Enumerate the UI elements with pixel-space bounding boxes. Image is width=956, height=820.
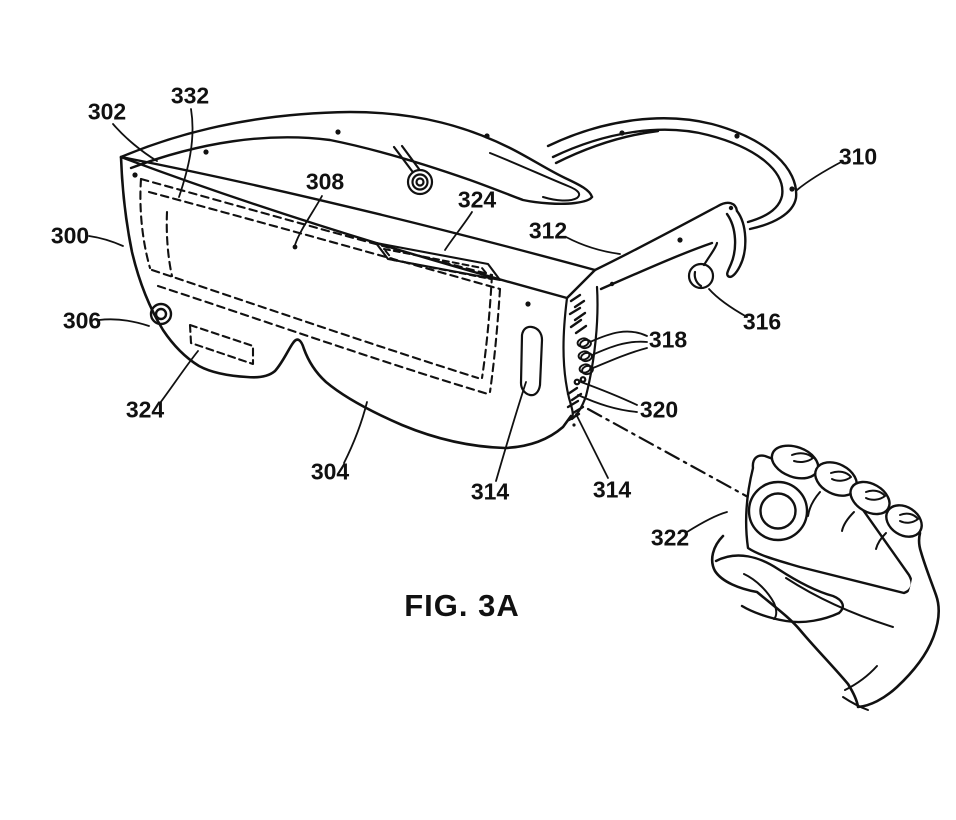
leader-316	[708, 288, 748, 318]
click-wheel-center	[759, 492, 797, 530]
ref-numeral-302: 302	[87, 98, 127, 125]
leader-314a	[495, 381, 527, 482]
brow-band	[119, 110, 594, 205]
leader-314b	[575, 413, 609, 479]
leader-318a	[589, 330, 648, 343]
side-panel	[562, 285, 599, 427]
sensor-dot	[573, 378, 581, 386]
ear-hook	[725, 209, 747, 279]
temple-arm	[593, 201, 747, 291]
hand	[710, 444, 940, 711]
ref-numeral-316: 316	[742, 308, 782, 335]
leader-312	[565, 236, 621, 255]
ref-numeral-312: 312	[528, 217, 568, 244]
power-button	[149, 302, 173, 326]
leader-302	[112, 123, 158, 162]
fingernail	[865, 489, 886, 501]
leader-324-left	[159, 350, 199, 404]
earbud-left	[392, 144, 434, 196]
ref-numeral-324-left: 324	[125, 396, 165, 423]
port-window-dashed	[188, 323, 255, 366]
fingernail	[830, 470, 852, 482]
ref-numeral-320: 320	[639, 396, 679, 423]
leader-320a	[580, 381, 638, 406]
deck-window	[374, 241, 502, 282]
ref-numeral-322: 322	[650, 524, 690, 551]
leader-322	[686, 511, 728, 533]
ref-numeral-300: 300	[50, 222, 90, 249]
head-strap	[546, 117, 798, 231]
fingertip	[885, 504, 923, 538]
click-wheel	[747, 480, 809, 542]
leader-318c	[592, 347, 648, 369]
ref-numeral-314-left: 314	[470, 478, 510, 505]
leader-306	[98, 318, 150, 327]
ref-numeral-318: 318	[648, 326, 688, 353]
leader-304	[343, 401, 368, 464]
ref-numeral-308: 308	[305, 168, 345, 195]
leader-310	[796, 160, 844, 191]
sensor-dot	[579, 376, 587, 383]
leader-318b	[591, 340, 648, 356]
leader-324-top	[444, 211, 473, 251]
ref-numeral-304: 304	[310, 458, 350, 485]
index-finger	[743, 573, 778, 620]
vent-upper	[568, 293, 588, 335]
leader-300	[88, 235, 124, 247]
fingers	[770, 444, 923, 550]
ref-numeral-314-right: 314	[592, 476, 632, 503]
earbud-right	[687, 241, 719, 290]
signal-line	[586, 407, 750, 499]
slot-button	[519, 325, 544, 397]
leader-308	[294, 195, 323, 246]
fingernail	[899, 512, 919, 524]
ref-numeral-306: 306	[62, 307, 102, 334]
ref-numeral-324-top: 324	[457, 186, 497, 213]
hidden-display-outline	[139, 177, 502, 396]
ref-numeral-332: 332	[170, 82, 210, 109]
palm-outline	[710, 531, 940, 709]
fingertip	[849, 480, 891, 516]
leader-lines	[88, 108, 844, 533]
thumb	[714, 554, 844, 615]
palm-crease	[785, 577, 894, 628]
ref-numeral-310: 310	[838, 143, 878, 170]
fingernail	[791, 452, 814, 463]
visor-body	[119, 155, 573, 450]
figure-caption: FIG. 3A	[404, 588, 520, 623]
leader-320b	[577, 394, 638, 413]
leader-332	[178, 108, 194, 198]
